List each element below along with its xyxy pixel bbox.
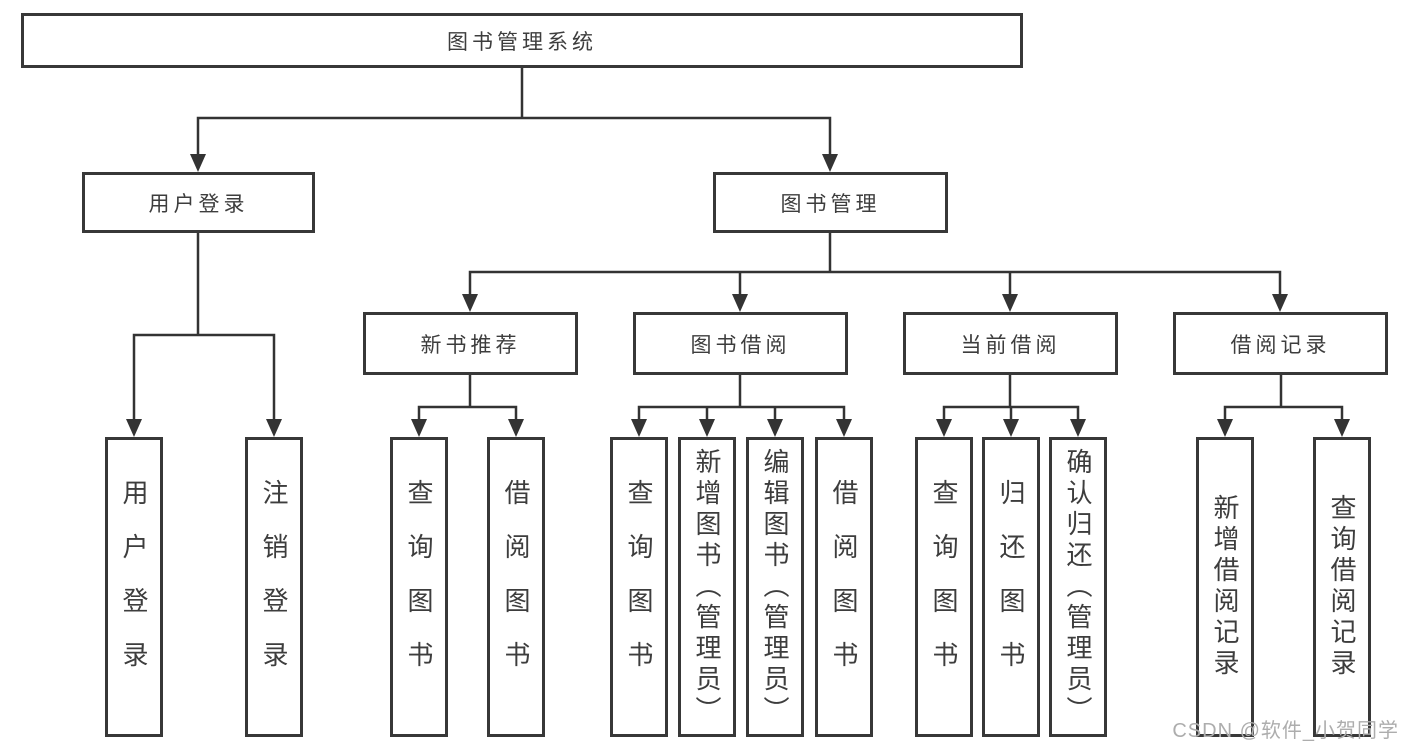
node-label: 查询图书 (404, 479, 434, 695)
leaf-return-books: 归还图书 (982, 437, 1040, 737)
node-label: 借阅图书 (501, 479, 531, 695)
node-label: 图书管理系统 (447, 30, 597, 54)
node-label: 注销登录 (259, 479, 289, 695)
leaf-borrow-books-recommend: 借阅图书 (487, 437, 545, 737)
leaf-query-books-current: 查询图书 (915, 437, 973, 737)
node-library-management-system: 图书管理系统 (21, 13, 1023, 68)
node-book-borrowing: 图书借阅 (633, 312, 848, 375)
leaf-query-borrow-record: 查询借阅记录 (1313, 437, 1371, 737)
node-label: 图书管理 (780, 192, 881, 216)
node-label: 借阅记录 (1230, 333, 1331, 357)
node-label: 新增图书（管理员） (692, 447, 722, 727)
node-label: 新书推荐 (420, 333, 521, 357)
node-label: 查询图书 (929, 479, 959, 695)
leaf-user-login: 用户登录 (105, 437, 163, 737)
node-label: 编辑图书（管理员） (760, 447, 790, 727)
node-label: 当前借阅 (960, 333, 1061, 357)
leaf-edit-books-admin: 编辑图书（管理员） (746, 437, 804, 737)
node-label: 借阅图书 (829, 479, 859, 695)
node-label: 确认归还（管理员） (1063, 447, 1093, 727)
node-label: 图书借阅 (690, 333, 791, 357)
node-label: 查询图书 (624, 479, 654, 695)
leaf-query-books-recommend: 查询图书 (390, 437, 448, 737)
leaf-add-books-admin: 新增图书（管理员） (678, 437, 736, 737)
node-book-management: 图书管理 (713, 172, 948, 233)
node-label: 新增借阅记录 (1210, 494, 1240, 680)
node-label: 归还图书 (996, 479, 1026, 695)
node-new-book-recommendation: 新书推荐 (363, 312, 578, 375)
leaf-confirm-return-admin: 确认归还（管理员） (1049, 437, 1107, 737)
csdn-watermark: CSDN @软件_小贺同学 (1172, 720, 1399, 742)
node-label: 查询借阅记录 (1327, 494, 1357, 680)
node-borrowing-records: 借阅记录 (1173, 312, 1388, 375)
leaf-borrow-books: 借阅图书 (815, 437, 873, 737)
leaf-query-books-borrowing: 查询图书 (610, 437, 668, 737)
node-label: 用户登录 (119, 479, 149, 695)
node-user-login: 用户登录 (82, 172, 315, 233)
node-label: 用户登录 (148, 192, 249, 216)
leaf-logout: 注销登录 (245, 437, 303, 737)
node-current-borrowing: 当前借阅 (903, 312, 1118, 375)
leaf-add-borrow-record: 新增借阅记录 (1196, 437, 1254, 737)
